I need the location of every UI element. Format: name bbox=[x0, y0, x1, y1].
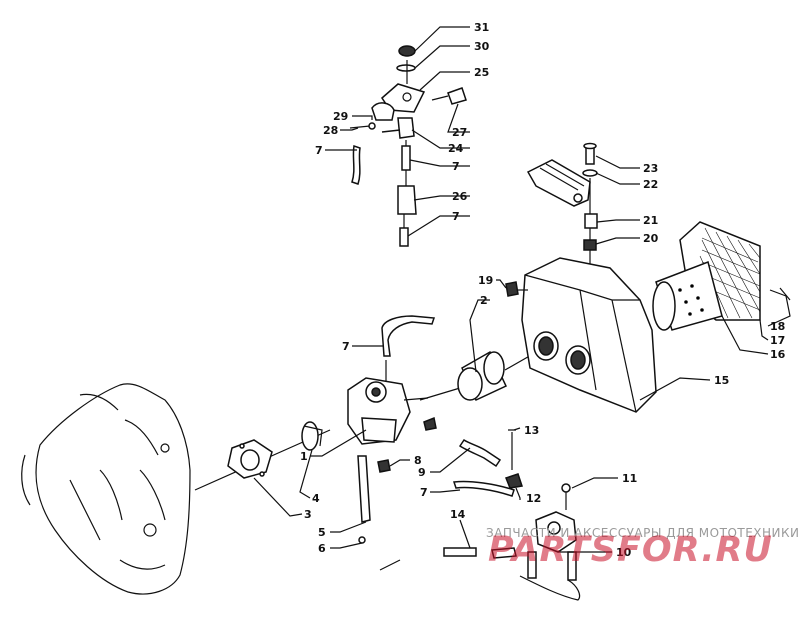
part-label-3: 3 bbox=[304, 508, 312, 521]
part-label-7-middle: 7 bbox=[452, 160, 460, 173]
part-label-29: 29 bbox=[333, 110, 348, 123]
part-label-7-pump: 7 bbox=[420, 486, 428, 499]
part-label-26: 26 bbox=[452, 190, 468, 203]
part-label-7-lower: 7 bbox=[452, 210, 460, 223]
part-label-24: 24 bbox=[448, 142, 464, 155]
part-label-15: 15 bbox=[714, 374, 729, 387]
watermark-logo: PARTSFOR.RU bbox=[488, 530, 773, 570]
part-label-8: 8 bbox=[414, 454, 422, 467]
part-label-30: 30 bbox=[474, 40, 490, 53]
part-label-7-top: 7 bbox=[315, 144, 323, 157]
clamp-and-mounting-flange bbox=[227, 421, 323, 479]
engine-outline bbox=[21, 383, 191, 595]
fuel-line-lower bbox=[357, 455, 391, 544]
part-label-2: 2 bbox=[480, 294, 488, 307]
part-labels: 31 30 25 29 28 27 7 24 7 26 7 23 22 21 2… bbox=[300, 21, 786, 559]
lower-fuel-pump-assembly bbox=[379, 429, 581, 601]
part-label-20: 20 bbox=[643, 232, 659, 245]
leader-lines bbox=[253, 26, 791, 553]
carburetor bbox=[347, 315, 437, 445]
part-label-12: 12 bbox=[526, 492, 541, 505]
part-label-27: 27 bbox=[452, 126, 467, 139]
watermark-tagline: ЗАПЧАСТИ И АКСЕССУАРЫ ДЛЯ МОТОТЕХНИКИ bbox=[486, 526, 800, 540]
part-label-18: 18 bbox=[770, 320, 785, 333]
part-label-4: 4 bbox=[312, 492, 320, 505]
part-label-17: 17 bbox=[770, 334, 785, 347]
throttle-lever-assembly bbox=[526, 142, 598, 288]
part-label-14: 14 bbox=[450, 508, 466, 521]
part-label-16: 16 bbox=[770, 348, 786, 361]
intake-boot bbox=[457, 350, 507, 402]
part-label-11: 11 bbox=[622, 472, 637, 485]
part-label-19: 19 bbox=[478, 274, 493, 287]
fuel-pump-bracket-assembly bbox=[349, 45, 467, 247]
part-label-23: 23 bbox=[643, 162, 658, 175]
part-label-7-carb: 7 bbox=[342, 340, 350, 353]
part-label-9: 9 bbox=[418, 466, 426, 479]
part-label-28: 28 bbox=[323, 124, 338, 137]
intake-screen-assembly bbox=[619, 221, 791, 341]
part-label-6: 6 bbox=[318, 542, 326, 555]
part-label-13: 13 bbox=[524, 424, 539, 437]
part-label-22: 22 bbox=[643, 178, 658, 191]
part-label-5: 5 bbox=[318, 526, 326, 539]
part-label-1: 1 bbox=[300, 450, 308, 463]
part-label-31: 31 bbox=[474, 21, 489, 34]
air-silencer-box bbox=[505, 257, 657, 413]
part-label-25: 25 bbox=[474, 66, 489, 79]
part-label-21: 21 bbox=[643, 214, 658, 227]
part-label-10: 10 bbox=[616, 546, 632, 559]
